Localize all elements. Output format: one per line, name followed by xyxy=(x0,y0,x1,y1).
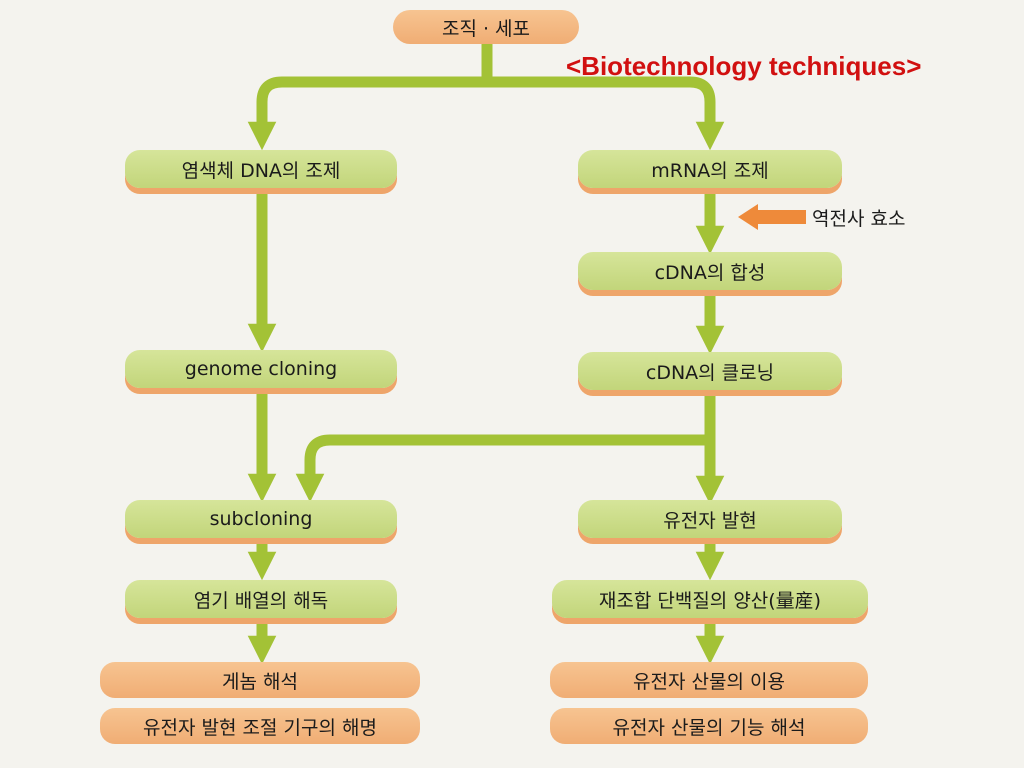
node-mass-production: 재조합 단백질의 양산(量産) xyxy=(552,580,868,618)
node-cdna-synthesis: cDNA의 합성 xyxy=(578,252,842,290)
node-cdna-cloning: cDNA의 클로닝 xyxy=(578,352,842,390)
arrow-to-mrna xyxy=(487,76,725,151)
node-product-use: 유전자 산물의 이용 xyxy=(550,662,868,698)
node-product-function: 유전자 산물의 기능 해석 xyxy=(550,708,868,744)
arrow-cdna-to-subcloning xyxy=(295,434,710,503)
page-title: <Biotechnology techniques> xyxy=(566,51,922,81)
node-genome-analysis: 게놈 해석 xyxy=(100,662,420,698)
reverse-transcriptase-label: 역전사 효소 xyxy=(812,208,906,230)
enzyme-arrow-icon xyxy=(738,204,806,230)
node-sequencing: 염기 배열의 해독 xyxy=(125,580,397,618)
node-tissue-cell: 조직 · 세포 xyxy=(393,10,579,44)
node-expression-regulation: 유전자 발현 조절 기구의 해명 xyxy=(100,708,420,744)
node-mrna-prep: mRNA의 조제 xyxy=(578,150,842,188)
node-gene-expression: 유전자 발현 xyxy=(578,500,842,538)
arrow-to-chromosome-dna xyxy=(247,76,487,151)
node-subcloning: subcloning xyxy=(125,500,397,538)
node-genome-cloning: genome cloning xyxy=(125,350,397,388)
node-chromosome-dna-prep: 염색체 DNA의 조제 xyxy=(125,150,397,188)
